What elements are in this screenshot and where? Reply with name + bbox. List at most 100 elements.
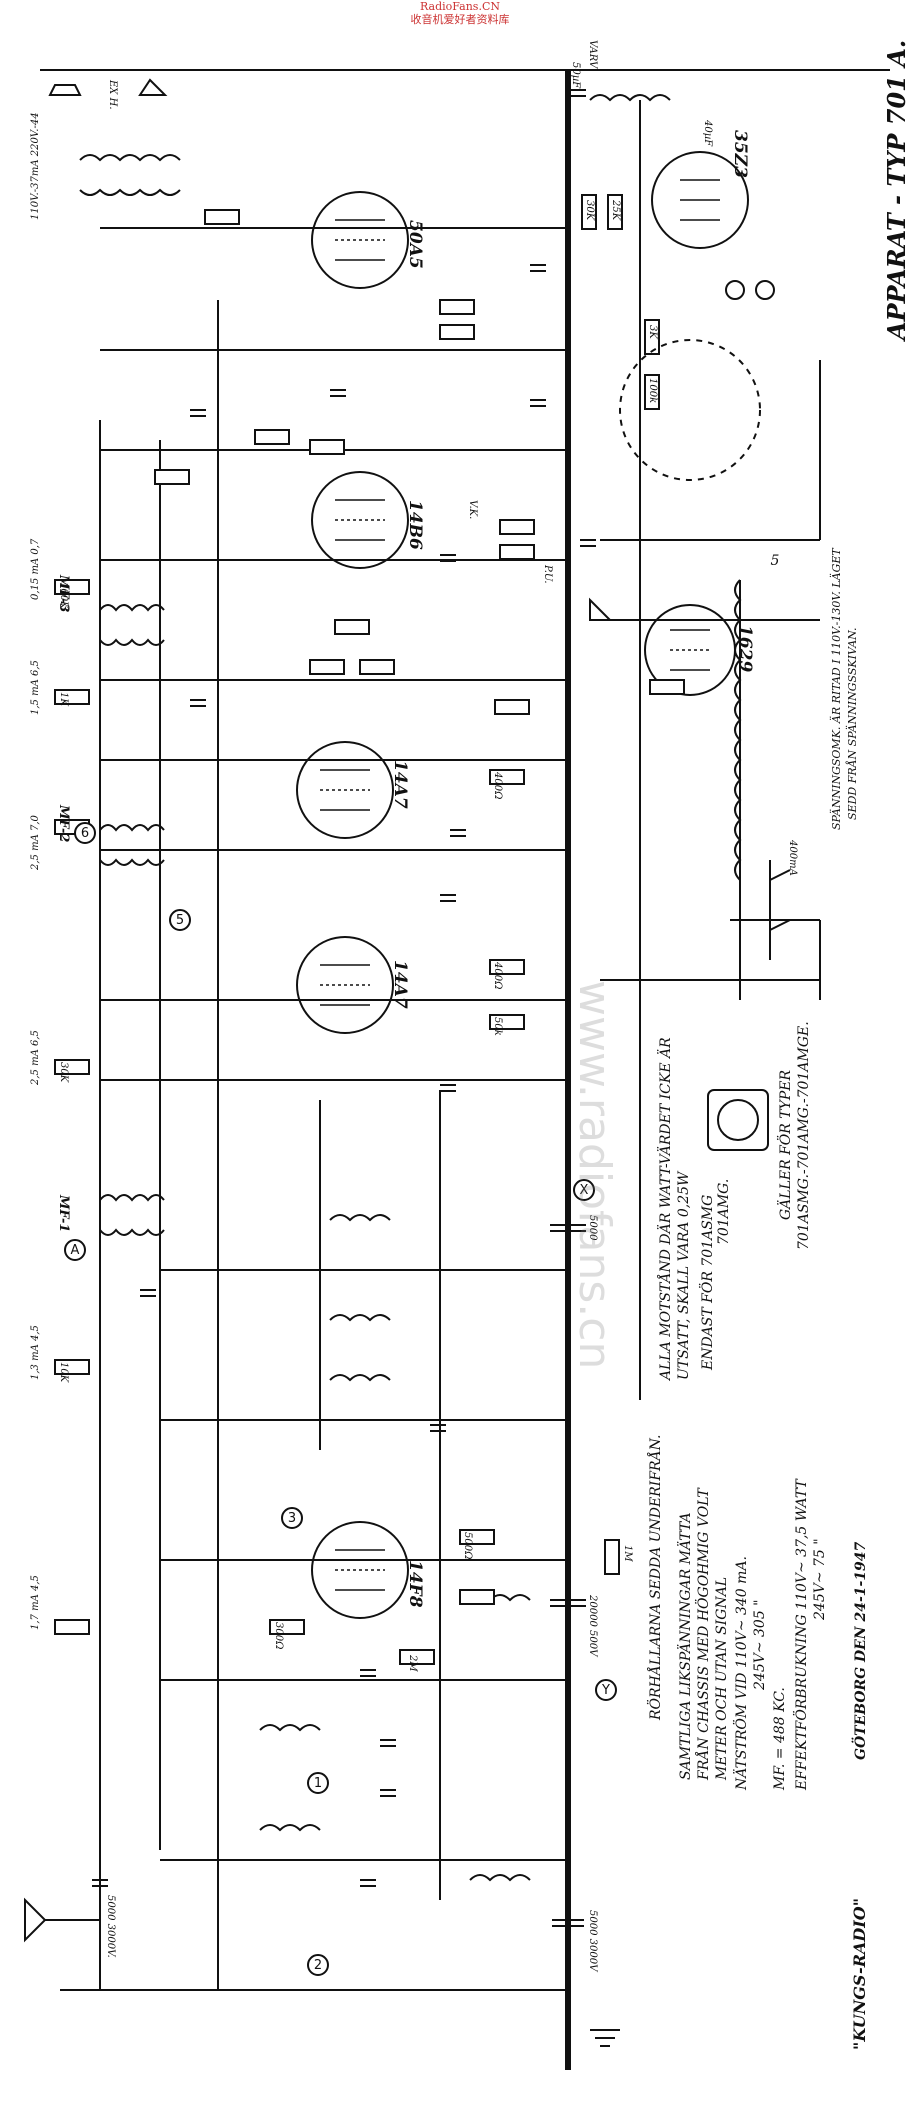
tube-14A7-envelope-2 [296,741,394,839]
label-c-5000: 5000 [587,1215,598,1241]
note-mf: MF. = 488 KC. [772,1687,788,1791]
note-natstrom: NÄTSTRÖM VID 110V~ 340 mA. [732,1556,750,1791]
resistor-400ohm-b [489,959,525,975]
tube-14F8-envelope [311,1521,409,1619]
marker-X-label: X [580,1183,589,1198]
label-r-2m: 2M [407,1654,418,1672]
label-r-160k: 160K [58,582,69,609]
label-r-300: 300Ω [273,1622,284,1649]
band-coil-3 [329,1374,391,1382]
resistor-400ohm-a [489,769,525,785]
tube-label-14A7-b: 14A7 [390,760,410,809]
resistor-50k-d [459,1589,495,1605]
resistor-1k [204,209,240,225]
marker-2 [307,1954,329,1976]
note-galler-2: 701ASMG.-701AMG.-701AMGE. [796,1021,812,1250]
marker-A-label: A [71,1243,80,1258]
marker-1 [307,1772,329,1794]
reading-2: 1,3 mA 4,5 [30,1325,41,1380]
tube-14B6-envelope [311,471,409,569]
marker-3 [281,1507,303,1529]
symbols [24,78,791,2047]
tube-label-14A7-a: 14A7 [390,960,410,1009]
rf-coil-2 [469,1874,531,1882]
watermark-subtitle: 收音机爱好者资料库 [410,13,510,26]
transformer-labels: MF-1 MF-2 MF-3 [56,574,71,1232]
tube-label-50A5: 50A5 [405,220,425,269]
maker-label: "KUNGS-RADIO" [850,1898,869,2050]
tube-35Z3-envelope [651,151,749,249]
label-r-1m: 1M [622,1545,633,1562]
marker-5 [169,909,191,931]
pilot-lamp-2 [725,280,745,300]
label-r-400: 400Ω [492,771,503,799]
marker-6 [74,822,96,844]
watermark-header: RadioFans.CN 收音机爱好者资料库 [0,0,920,26]
label-c-40uf: 40µF [702,119,713,147]
resistor-100k-b [644,374,660,410]
tube-50A5-envelope [311,191,409,289]
reading-4: 2,5 mA 7,0 [30,814,41,871]
pickup-symbol [589,597,613,621]
resistor-300ohm [269,1619,305,1635]
note-natstrom-2: 245V~ 305 " [752,1599,768,1691]
page-title: APPARAT - TYP 701 A. [882,40,911,342]
resistor-2m [154,469,190,485]
label-r-500: 500Ω [462,1532,473,1559]
resistor-1m-b [499,544,535,560]
tube-label-35Z3: 35Z3 [730,130,750,178]
resistor-1m-d [494,699,530,715]
osc-coil-1 [259,1724,321,1732]
resistor-2m-b [399,1649,435,1665]
mf3-secondary-coil [99,638,165,646]
note-galler-1: GÄLLER FÖR TYPER [776,1069,794,1220]
marker-6-label: 6 [81,826,89,841]
resistor-500k [439,324,475,340]
marker-Y [595,1679,617,1701]
resistor-1m-c [359,659,395,675]
tube-symbols [296,151,749,1619]
resistor-700k [309,659,345,675]
notes-block: RÖRHÅLLARNA SEDDA UNDERIFRÅN. SAMTLIGA L… [646,547,869,2050]
label-r-25k: 25K [610,199,621,221]
marker-X [573,1179,595,1201]
reading-1: 1,7 mA 4,5 [30,1575,41,1630]
tube-electrodes [320,179,720,1591]
label-r-1k: 1K [58,692,69,706]
note-endast: ENDAST FÖR 701ASMG [698,1195,716,1371]
marker-A [64,1239,86,1261]
label-c-20000: 20000 500V [587,1594,598,1658]
label-r-30k-b: 30K [58,1062,69,1083]
pilot-lamp-1 [755,280,775,300]
voltage-selector-coil [734,579,742,881]
resistor-10k-b [54,1619,90,1635]
note-measure-3: METER OCH UTAN SIGNAL [714,1577,730,1781]
tube-label-14F8: 14F8 [405,1560,425,1608]
component-labels: 5000 3000V. 5000 3000V 20000 500V 5000 5… [58,40,798,1973]
marker-labels: 1 2 3 5 6 A X Y [71,826,610,1973]
resistor-10k-a [54,1359,90,1375]
band-coil-2 [329,1314,391,1322]
note-measure-1: SAMTLIGA LIKSPÄNNINGAR MÄTTA [676,1512,694,1780]
marker-5-label: 5 [176,913,184,928]
voltage-switch-dial [619,339,761,481]
label-r-30k: 30K [584,200,595,221]
note-motstand-2: UTSATT, SKALL VARA 0,25W [676,1170,692,1380]
resistor-50k-a [254,429,290,445]
reading-5: 1,5 mA 6,5 [30,660,41,715]
label-pu: P.U. [542,564,553,584]
label-400ma: 400mA [787,839,798,876]
marker-1-label: 1 [314,1776,322,1791]
label-r-3k: 3K [647,325,658,339]
label-var: VARV [587,40,598,70]
label-r-10k: 10K [58,1362,69,1383]
note-spanning-1: SPÄNNINGSOMK. ÄR RITAD I 110V.-130V. LÄG… [829,547,843,830]
output-transformer-primary [79,154,181,162]
resistor-1m-f [649,679,685,695]
note-endast-2: 701AMG. [716,1179,732,1245]
mf2-secondary-coil [99,858,165,866]
watermark-center: www.radiofans.cn [569,980,620,1370]
tuning-indicator-eye [717,1099,759,1141]
resistor-160k [54,579,90,595]
